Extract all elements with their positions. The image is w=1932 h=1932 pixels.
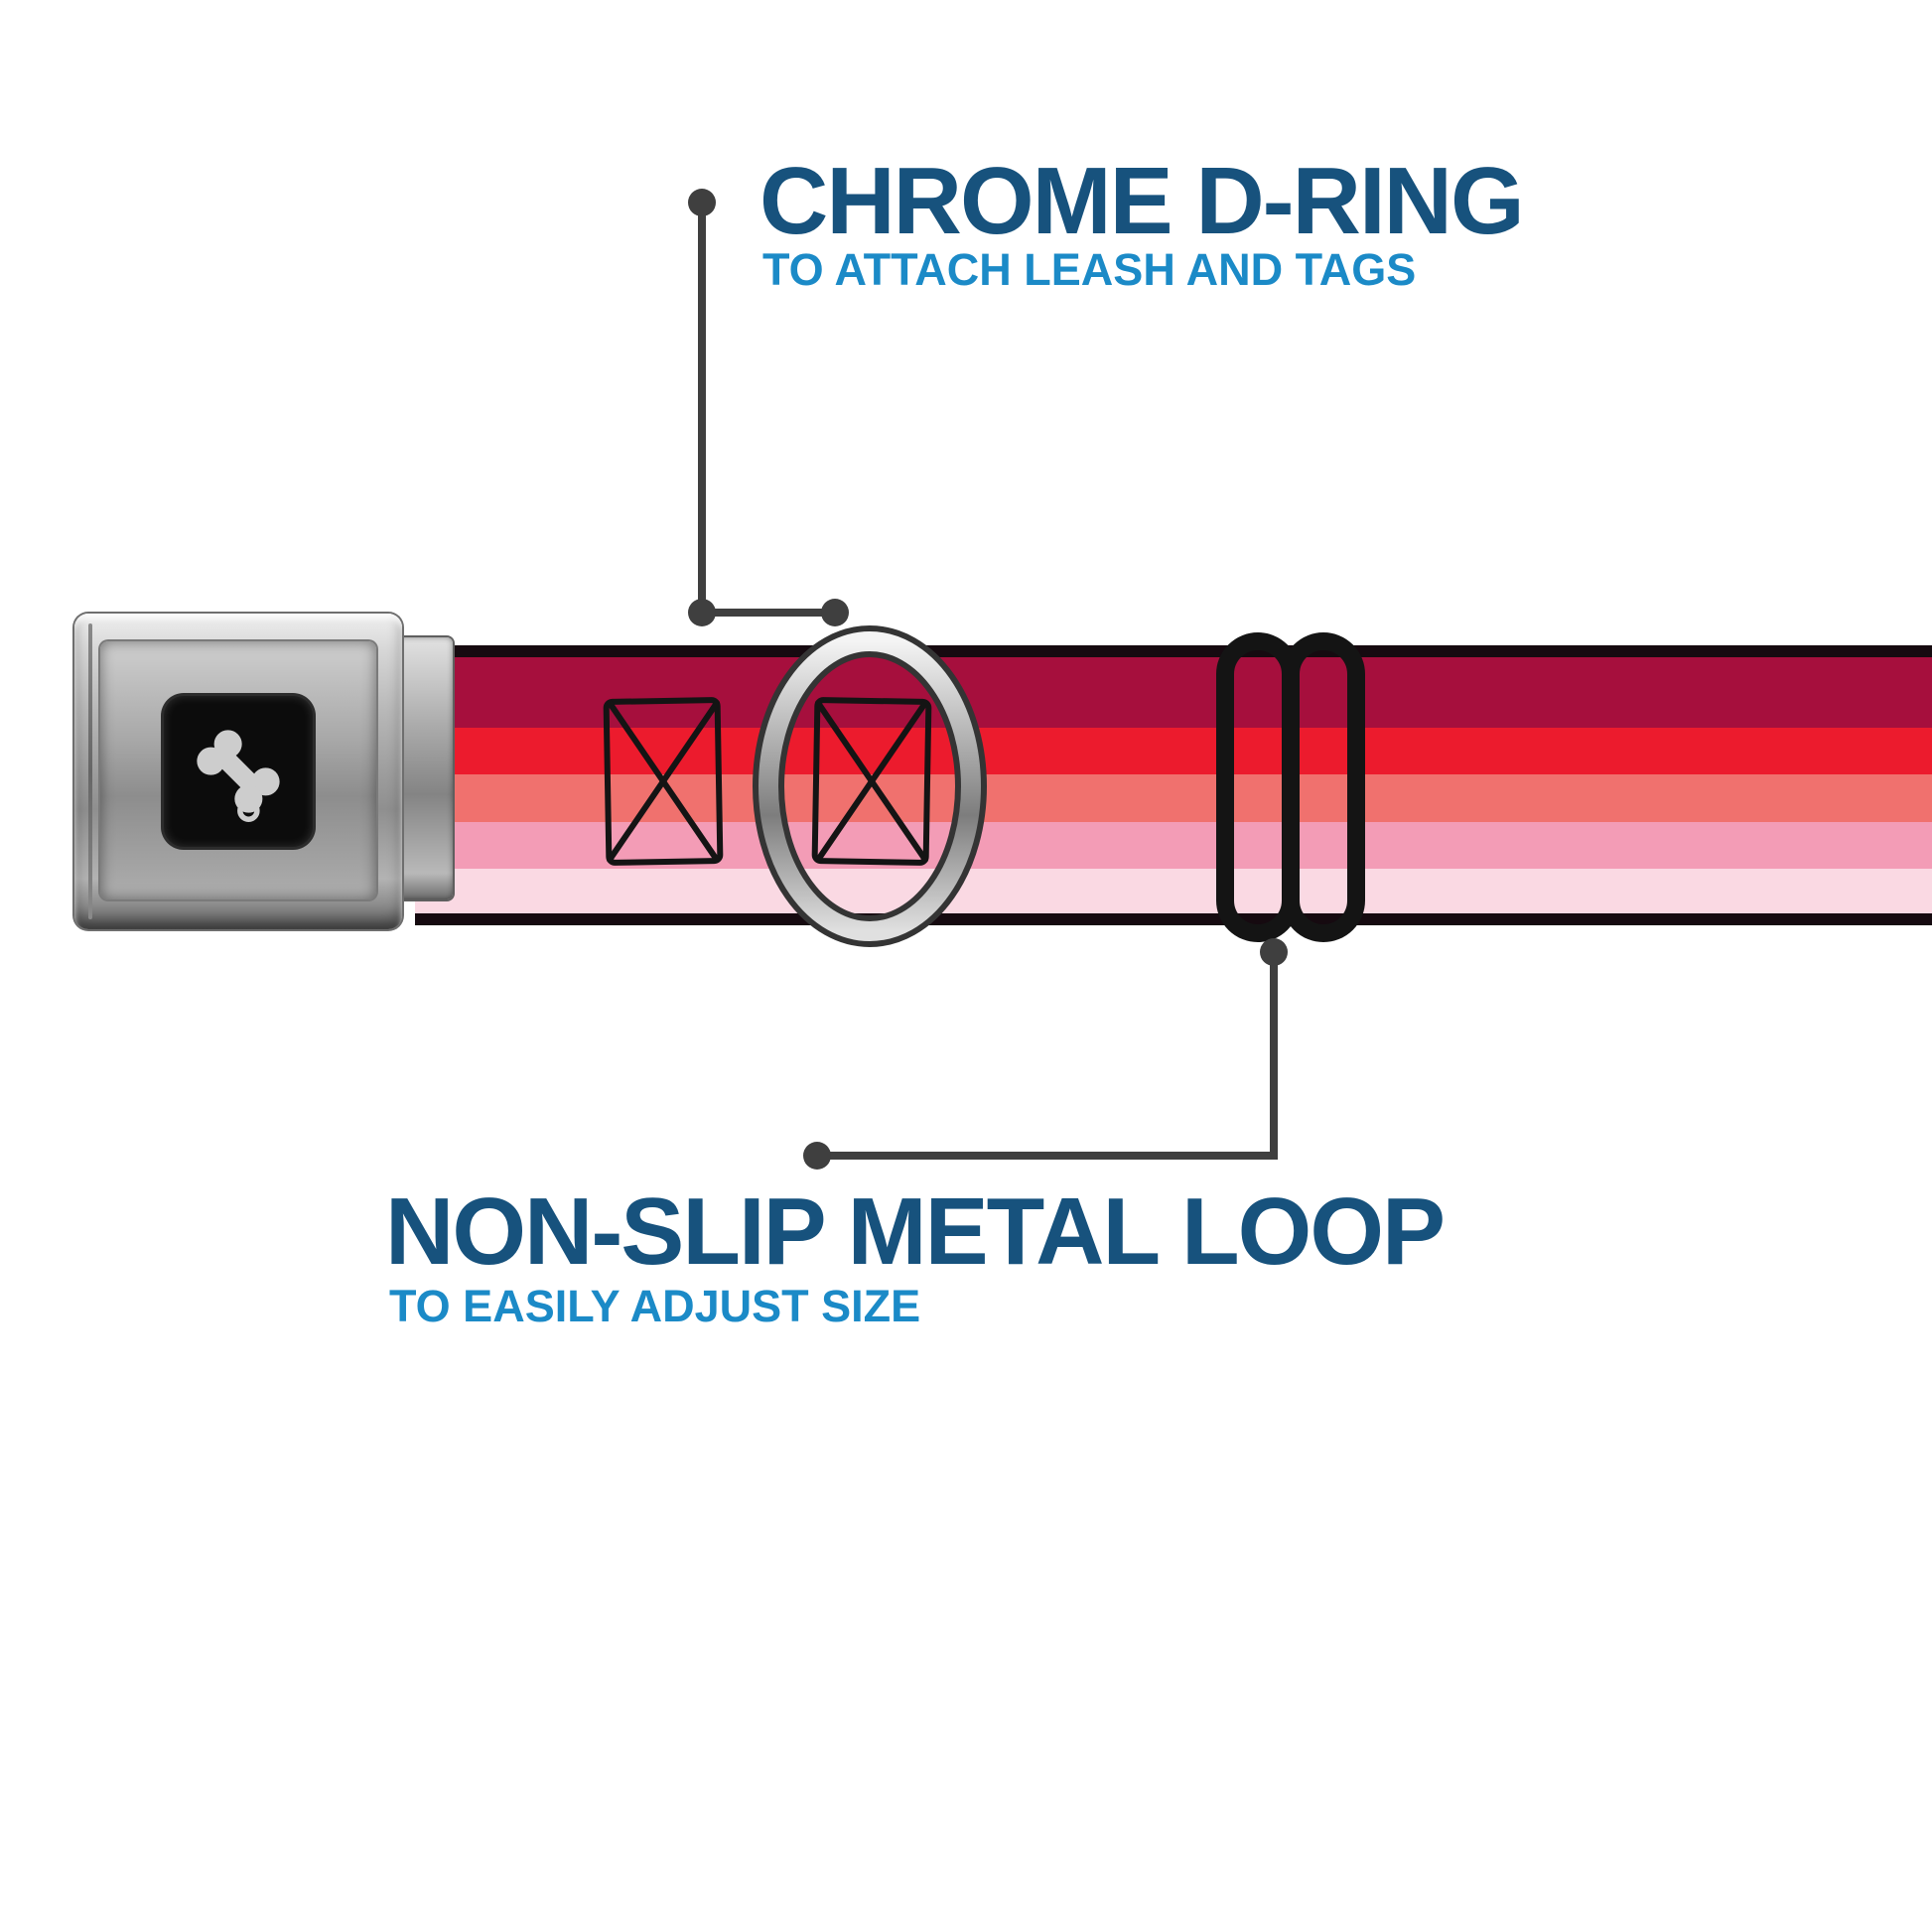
metal-loop-slider	[1216, 632, 1365, 942]
loop-callout-vline	[1270, 950, 1278, 1157]
dog-bone-icon	[197, 730, 280, 822]
loop-subtitle: TO EASILY ADJUST SIZE	[389, 1281, 921, 1331]
strap-stripes	[415, 657, 1932, 914]
loop-callout-dot-top	[1260, 938, 1288, 966]
loop-title: NON-SLIP METAL LOOP	[385, 1178, 1446, 1285]
stripe-coral	[415, 774, 1932, 822]
seatbelt-buckle	[74, 614, 402, 929]
dring-title: CHROME D-RING	[759, 148, 1525, 254]
d-ring	[753, 625, 987, 947]
dring-callout-dot-top	[688, 189, 716, 216]
dring-callout-vline	[698, 201, 706, 616]
stripe-dark-crimson	[415, 657, 1932, 729]
buckle-seam	[88, 623, 92, 919]
loop-callout-dot-end	[803, 1142, 831, 1170]
stripe-pale-pink	[415, 869, 1932, 914]
loop-callout-hline	[816, 1152, 1278, 1160]
collar-strap	[415, 645, 1932, 925]
dring-callout-hline	[698, 609, 835, 617]
dring-callout-dot-end	[821, 599, 849, 626]
buckle-clasp	[393, 637, 453, 899]
stripe-red	[415, 728, 1932, 775]
stitch-box-left	[603, 697, 724, 866]
dring-subtitle: TO ATTACH LEASH AND TAGS	[762, 244, 1417, 295]
stitch-box-right	[811, 697, 932, 866]
dring-callout-dot-corner	[688, 599, 716, 626]
buckle-logo-square	[164, 696, 313, 847]
